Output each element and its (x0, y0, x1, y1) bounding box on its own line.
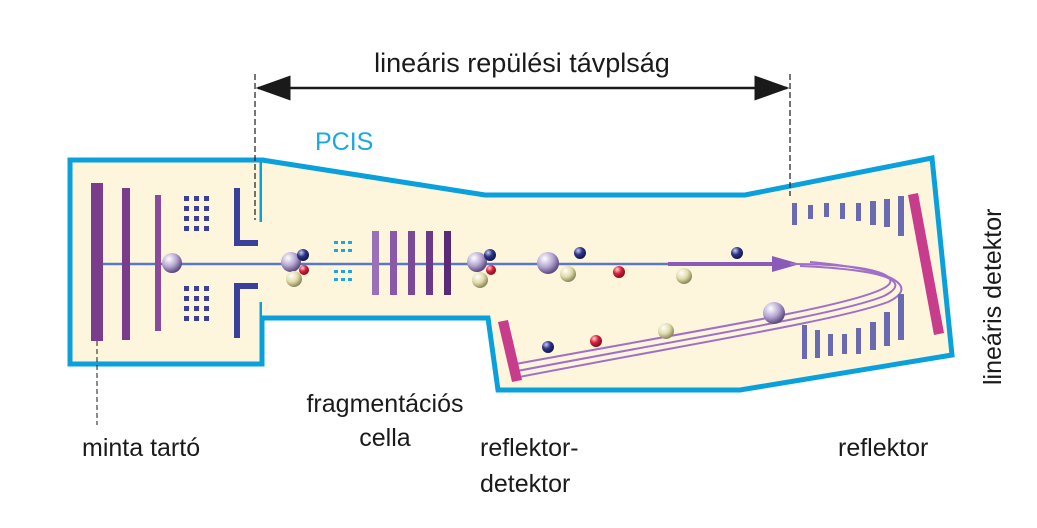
ion-yellow (286, 271, 302, 287)
reflector-electrodes (498, 193, 944, 382)
ion-red (590, 335, 602, 347)
ion-yellow (472, 272, 488, 288)
flight-distance-indicator: lineáris repülési távplság (254, 48, 791, 220)
reflector-detector-plate (498, 320, 522, 382)
fragmentation-cell-plates (372, 231, 451, 295)
beam-arrowhead (772, 256, 800, 272)
ion-large (467, 252, 487, 272)
reflector-detector-label-line1: reflektor- (480, 434, 579, 462)
ion-source-optics (91, 183, 258, 425)
reflected-path-3 (513, 261, 903, 379)
linear-detector-label: lineáris detektor (979, 209, 1007, 385)
fragmentation-cell-label-line2: cella (359, 424, 411, 452)
ion-red (486, 265, 496, 275)
ion-large (162, 253, 182, 273)
ion-large (281, 252, 301, 272)
aperture-lower (234, 283, 258, 338)
precursor-ion-selector-gate (334, 241, 352, 281)
flight-distance-label: lineáris repülési távplság (374, 48, 670, 78)
grid-electrode-lower (184, 286, 209, 321)
grid-electrode-upper (184, 196, 209, 231)
ion-dark (542, 341, 554, 353)
ion-dark (731, 247, 743, 259)
extraction-plate-1 (122, 188, 130, 340)
ion-yellow (658, 323, 674, 339)
chamber-opening (258, 222, 266, 302)
ion-dark (484, 249, 496, 261)
flight-tube (261, 155, 955, 393)
aperture-upper (234, 188, 258, 246)
ion-large (537, 252, 559, 274)
ion-yellow (560, 266, 576, 282)
reflector-upper-stack (792, 196, 904, 236)
reflector-detector-label-line2: detektor (480, 470, 570, 498)
ion-large (763, 302, 785, 324)
reflector-label: reflektor (838, 434, 928, 462)
ion-yellow (676, 268, 692, 284)
sample-plate (91, 183, 103, 341)
ion-red (613, 266, 625, 278)
ion-dark (297, 249, 309, 261)
linear-detector-plate (908, 193, 944, 335)
pcis-label: PCIS (315, 128, 373, 156)
sample-holder-label: minta tartó (82, 434, 200, 462)
fragmentation-cell-label-line1: fragmentációs (306, 390, 463, 418)
ion-red (299, 265, 309, 275)
ion-dark (574, 247, 586, 259)
extraction-plate-2 (155, 195, 161, 331)
ions (162, 247, 785, 353)
reflector-lower-stack (802, 294, 904, 359)
reflected-path-2 (511, 265, 897, 373)
